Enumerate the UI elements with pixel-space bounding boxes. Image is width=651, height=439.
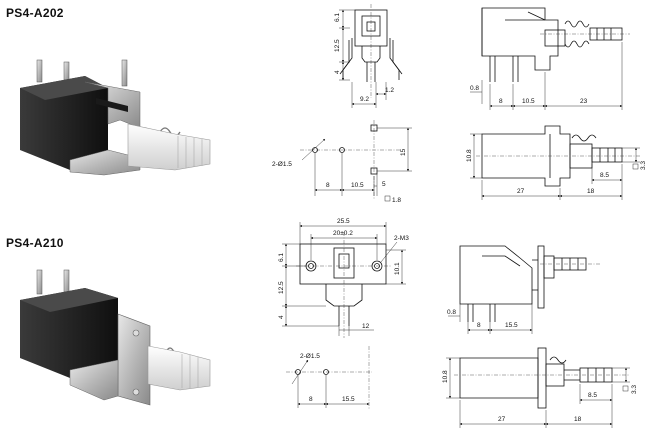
dim-a202-6-1: 6.1 xyxy=(334,13,341,22)
model-title-ps4-a202: PS4-A202 xyxy=(6,6,64,20)
drawing-a202-front-view: 6.1 12.5 4 1.2 9.2 xyxy=(334,4,403,108)
dim-a210-12-5: 12.5 xyxy=(278,281,285,294)
dim-a210-20-tol: 20±0.2 xyxy=(333,230,353,237)
dim-a202-top-27: 27 xyxy=(517,188,525,195)
model-title-ps4-a210: PS4-A210 xyxy=(6,236,64,250)
dim-a202-pcb-10-5: 10.5 xyxy=(351,182,364,189)
dim-a210-pcb-15-5: 15.5 xyxy=(342,396,355,403)
dim-a210-pcb-8: 8 xyxy=(309,396,313,403)
drawing-a210-top-view: 10.8 8.5 3.3 27 18 xyxy=(442,347,638,428)
drawing-a210-front-view: 25.5 20±0.2 2-M3 6.1 10.1 12.5 4 12 xyxy=(278,218,409,338)
dim-a202-top-18: 18 xyxy=(587,188,595,195)
dim-a202-10-5: 10.5 xyxy=(522,98,535,105)
dim-a202-pcb-15: 15 xyxy=(400,148,407,156)
dim-a210-15-5: 15.5 xyxy=(505,322,518,329)
dim-a202-9-2: 9.2 xyxy=(360,96,369,103)
dim-a210-0-8: 0.8 xyxy=(447,309,456,316)
dim-a202-side-8: 8 xyxy=(499,98,503,105)
dim-a210-6-1: 6.1 xyxy=(278,253,285,262)
dim-a210-25-5: 25.5 xyxy=(337,218,350,225)
dim-a202-0-8: 0.8 xyxy=(470,85,479,92)
dim-a210-side-8: 8 xyxy=(477,322,481,329)
drawing-a210-pcb-layout: 2-Ø1.5 8 15.5 xyxy=(286,346,372,410)
dim-a202-2-phi1-5: 2-Ø1.5 xyxy=(272,161,292,168)
drawing-a202-pcb-layout: 2-Ø1.5 8 10.5 15 5 1.8 xyxy=(272,120,412,204)
drawing-a202-side-view: 0.8 8 10.5 23 xyxy=(470,7,630,110)
dim-a202-pcb-5: 5 xyxy=(382,181,386,188)
dim-a210-4: 4 xyxy=(278,315,285,319)
dim-a202-23: 23 xyxy=(580,98,588,105)
dim-a210-2-phi1-5: 2-Ø1.5 xyxy=(300,353,320,360)
product-photo-ps4-a210 xyxy=(20,269,211,406)
dim-a202-top-8-5: 8.5 xyxy=(600,172,609,179)
dim-a202-pcb-1-8: 1.8 xyxy=(392,197,401,204)
dim-a202-12-5: 12.5 xyxy=(334,39,341,52)
dim-a210-top-8-5: 8.5 xyxy=(588,392,597,399)
dim-a210-top-3-3: 3.3 xyxy=(631,385,638,394)
dim-a202-1-2: 1.2 xyxy=(385,87,394,94)
dim-a210-top-27: 27 xyxy=(498,416,506,423)
drawing-a202-top-view: 10.8 8.5 3.3 27 18 xyxy=(466,125,647,200)
dim-a202-top-10-8: 10.8 xyxy=(466,149,473,162)
dim-a210-10-1: 10.1 xyxy=(394,262,401,275)
dim-a210-12: 12 xyxy=(362,323,370,330)
dim-a210-2-m3: 2-M3 xyxy=(394,235,409,242)
dim-a210-top-10-8: 10.8 xyxy=(442,370,449,383)
dim-a202-pcb-8: 8 xyxy=(326,182,330,189)
dim-a202-4: 4 xyxy=(334,70,341,74)
dim-a210-top-18: 18 xyxy=(574,416,582,423)
product-photo-ps4-a202 xyxy=(20,59,211,176)
drawing-a210-side-view: 0.8 8 15.5 xyxy=(447,245,600,334)
dim-a202-top-3-3: 3.3 xyxy=(640,161,647,170)
